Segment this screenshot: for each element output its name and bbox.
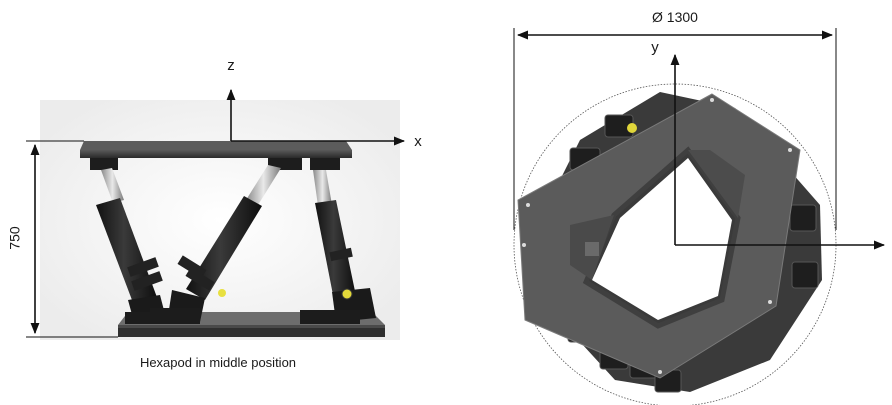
top-plate	[80, 141, 352, 170]
diameter-label: Ø 1300	[652, 9, 698, 25]
plate-bolts	[522, 98, 792, 374]
recess-square	[585, 242, 599, 256]
height-dimension-label: 750	[7, 226, 23, 250]
joint-marker	[627, 123, 637, 133]
x-axis-label: x	[414, 133, 422, 150]
z-axis-label: z	[227, 57, 235, 74]
center-opening	[592, 158, 732, 320]
y-axis-label: y	[651, 39, 659, 56]
base-joints	[125, 308, 360, 324]
top-view: y Ø 1300	[513, 9, 886, 405]
side-view: z x 750 Hexapod in middle position	[7, 57, 423, 370]
side-view-caption: Hexapod in middle position	[140, 355, 296, 370]
recess-panel	[688, 150, 745, 218]
